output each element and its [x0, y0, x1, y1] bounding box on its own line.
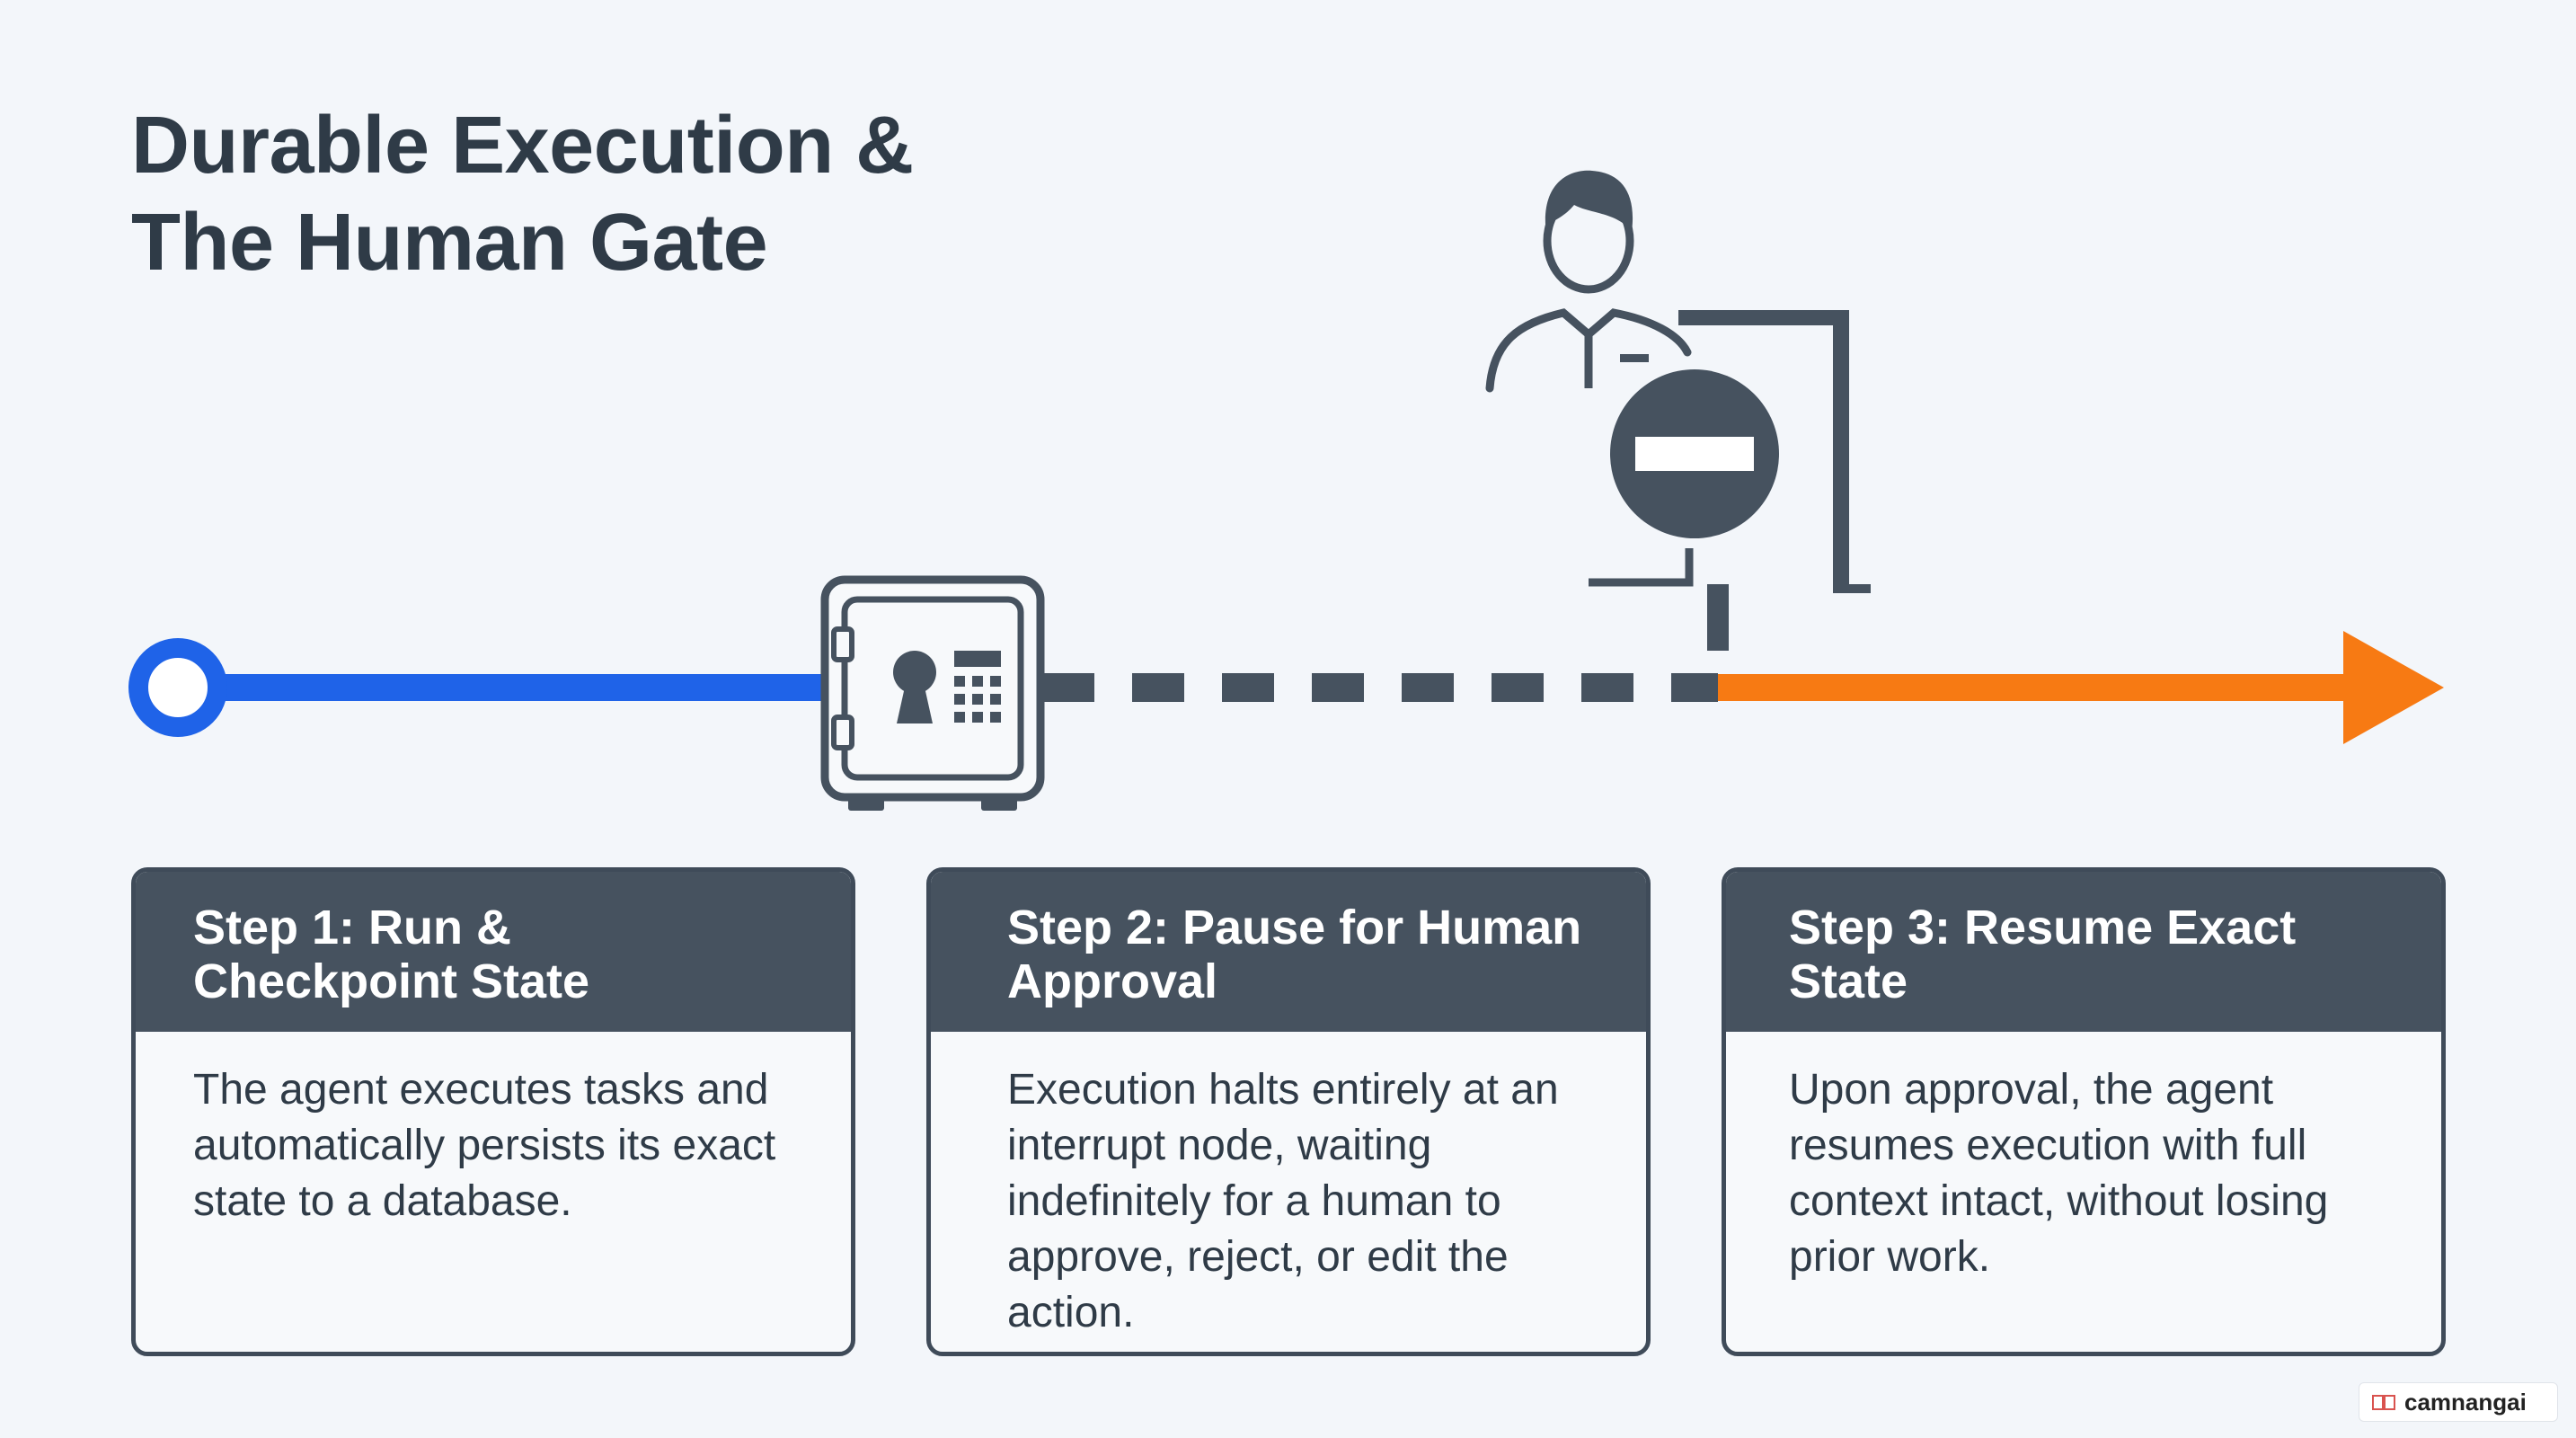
page-title: Durable Execution & The Human Gate	[131, 97, 1030, 291]
step-card-3-body: Upon approval, the agent resumes executi…	[1789, 1066, 2329, 1281]
step-card-1-title: Step 1: Run & Checkpoint State	[136, 872, 851, 1032]
watermark-badge[interactable]: camnangai	[2359, 1382, 2558, 1422]
page-title-line-1: Durable Execution &	[131, 101, 914, 191]
arrow-head-icon	[2343, 631, 2444, 744]
timeline-diagram	[128, 170, 2444, 811]
person-icon	[1485, 170, 1729, 651]
page-title-line-2: The Human Gate	[131, 198, 768, 288]
human-gate-icon	[1485, 170, 1871, 651]
watermark-label: camnangai	[2404, 1388, 2527, 1416]
step-card-1-title-line-1: Step 1: Run &	[193, 901, 512, 954]
stop-sign-icon	[1601, 360, 1788, 547]
step-card-2-title-line-2: Approval	[1007, 954, 1218, 1008]
step-card-3-title-line-2: State	[1789, 954, 1908, 1008]
step-card-1-title-line-2: Checkpoint State	[193, 954, 590, 1008]
book-icon	[2372, 1395, 2395, 1410]
step-card-1: Step 1: Run & Checkpoint State The agent…	[131, 867, 855, 1356]
step-card-2-body: Execution halts entirely at an interrupt…	[1007, 1066, 1559, 1336]
timeline-start-node	[128, 638, 227, 737]
step-card-2-title: Step 2: Pause for Human Approval	[931, 872, 1646, 1032]
step-card-2: Step 2: Pause for Human Approval Executi…	[926, 867, 1651, 1356]
step-card-3-title: Step 3: Resume Exact State	[1726, 872, 2441, 1032]
step-card-3: Step 3: Resume Exact State Upon approval…	[1722, 867, 2446, 1356]
step-card-3-title-line-1: Step 3: Resume Exact	[1789, 901, 2297, 954]
safe-icon	[820, 575, 1045, 811]
step-card-1-body: The agent executes tasks and automatical…	[193, 1066, 776, 1225]
step-card-2-title-line-1: Step 2: Pause for Human	[1007, 901, 1582, 954]
